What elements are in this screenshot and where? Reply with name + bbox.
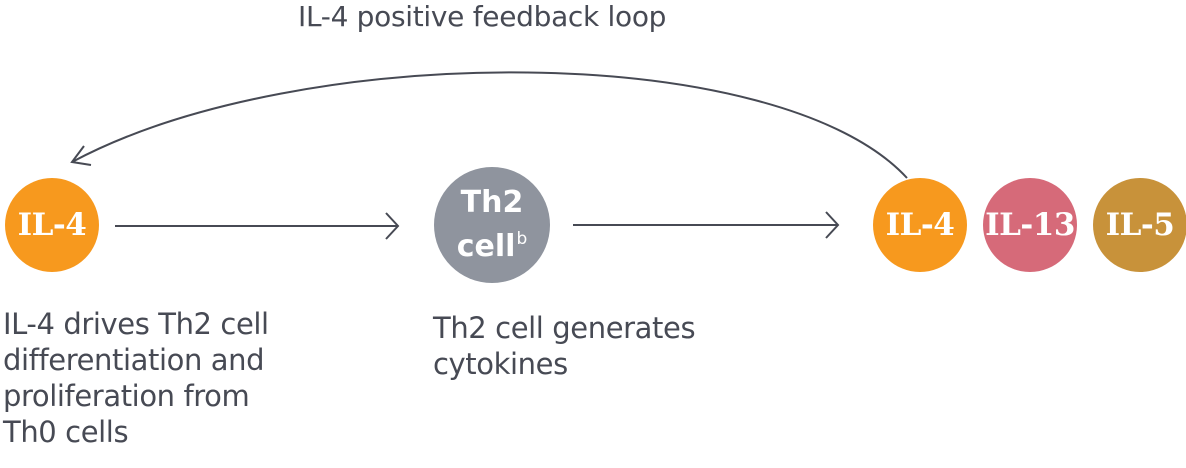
feedback-loop-label: IL-4 positive feedback loop [298, 0, 667, 33]
il13-output-node: IL-13 [983, 178, 1077, 272]
step1-line: Th0 cells [3, 415, 129, 449]
il5-output-node: IL-5 [1093, 178, 1186, 272]
th2-cell-node: Th2 cellb [434, 167, 550, 283]
step1-description: IL-4 drives Th2 cell differentiation and… [3, 306, 269, 450]
th2-cell-word: cell [456, 229, 516, 264]
step2-description: Th2 cell generates cytokines [433, 310, 696, 382]
th2-label-line2: cellb [457, 221, 528, 265]
step2-line: cytokines [433, 347, 568, 381]
th2-label-line1: Th2 [460, 185, 524, 220]
arrow-il4-to-th2-head [385, 212, 400, 240]
feedback-loop-arrow [71, 71, 908, 179]
il4-output-label: IL-4 [885, 207, 955, 243]
step1-line: proliferation from [3, 379, 250, 413]
il4-output-node: IL-4 [873, 178, 967, 272]
il13-output-label: IL-13 [985, 207, 1075, 243]
step1-line: differentiation and [3, 343, 265, 377]
il5-output-label: IL-5 [1105, 207, 1175, 243]
arrow-th2-to-cytokines-head [825, 211, 840, 239]
step1-line: IL-4 drives Th2 cell [3, 307, 269, 341]
il4-source-label: IL-4 [17, 207, 87, 243]
il4-source-node: IL-4 [5, 178, 99, 272]
step2-line: Th2 cell generates [433, 311, 696, 345]
feedback-loop-arrowhead [70, 145, 92, 166]
footnote-b: b [516, 229, 528, 249]
